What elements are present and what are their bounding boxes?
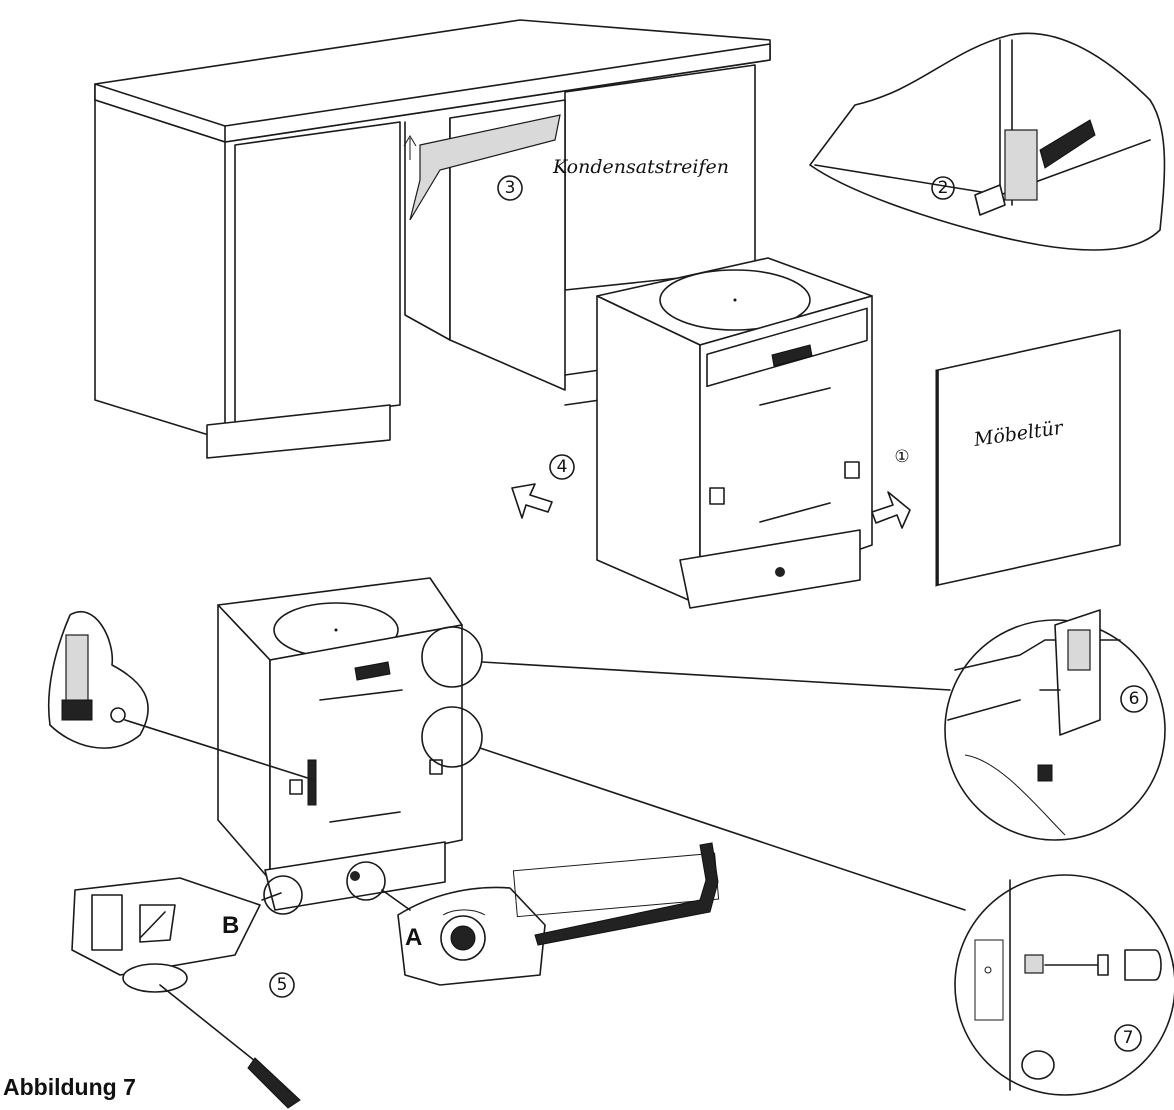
arrow-push-right [871, 491, 911, 529]
detail-b-foot [71, 877, 301, 1109]
arrow-push-left [511, 483, 553, 519]
dishwasher-upper [596, 257, 873, 609]
condensate-strip-shape [409, 114, 561, 221]
screw-detail [47, 611, 315, 781]
detail-7-screw [954, 874, 1174, 1096]
furniture-door [935, 329, 1121, 587]
step-3-callout: 3 [497, 175, 523, 201]
step-2-callout: 2 [931, 176, 955, 200]
step-4-callout: 4 [549, 454, 575, 480]
detail-6-bracket [944, 609, 1166, 841]
step-1-marker: ① [894, 447, 909, 467]
detail-a-label: A [405, 924, 422, 951]
step-6-callout: 6 [1120, 685, 1148, 713]
step-7-callout: 7 [1114, 1024, 1142, 1052]
detail-2-hinge [809, 32, 1166, 251]
dishwasher-lower [217, 577, 463, 911]
step-6-number: 6 [1129, 689, 1140, 709]
step-5-number: 5 [277, 975, 288, 995]
hex-key [512, 842, 720, 946]
step-5-callout: 5 [269, 972, 295, 998]
detail-b-label: B [222, 912, 239, 939]
kitchen-cabinet [94, 19, 771, 459]
step-3-number: 3 [505, 178, 516, 198]
step-2-number: 2 [938, 178, 949, 198]
detail-a-adjuster [381, 886, 546, 986]
figure-caption: Abbildung 7 [3, 1074, 136, 1100]
step-4-number: 4 [557, 457, 568, 477]
step-7-number: 7 [1123, 1028, 1134, 1048]
condensate-strip-label: Kondensatstreifen [552, 156, 729, 178]
